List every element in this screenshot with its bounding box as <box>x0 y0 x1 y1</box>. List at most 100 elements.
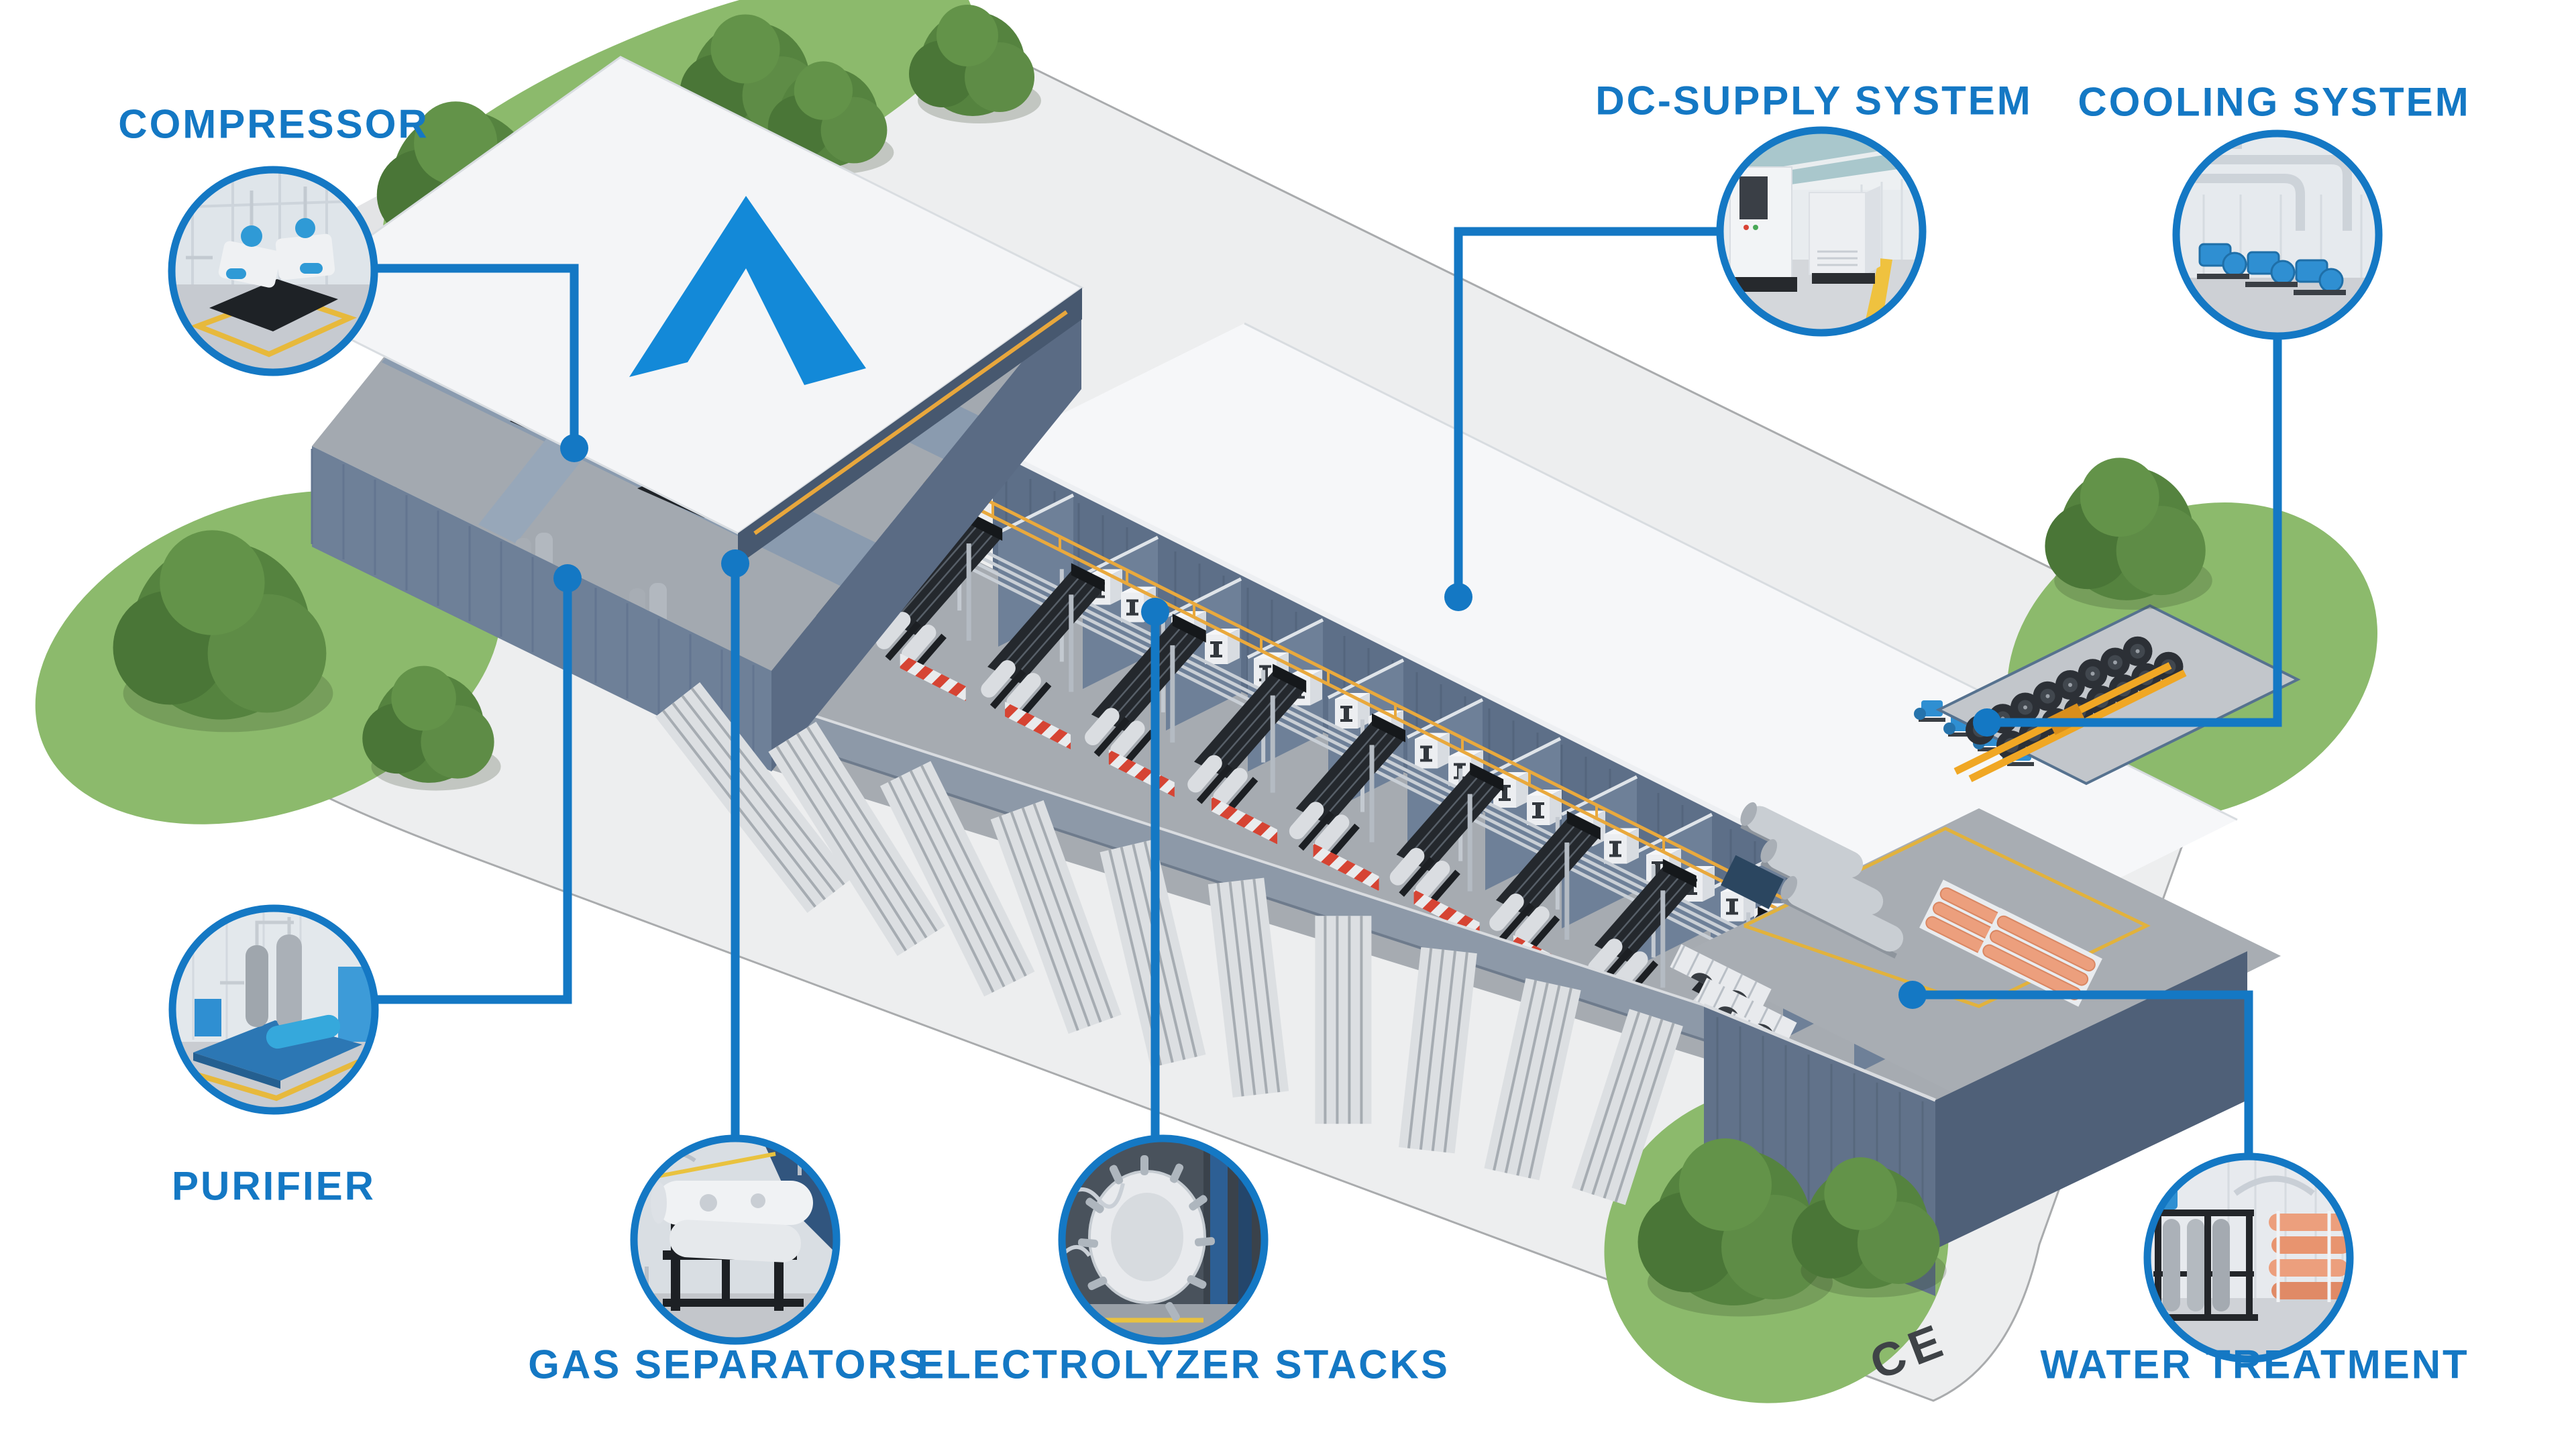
cooling-connector <box>2000 339 2282 727</box>
tree <box>1791 1157 1947 1298</box>
stack-manifold <box>1566 810 1601 840</box>
pipe-trench <box>1571 1008 1683 1205</box>
dc-supply-cabinet <box>1335 693 1370 729</box>
separator-vessel <box>1289 802 1334 851</box>
dc-supply-cabinet <box>1721 885 1756 922</box>
horizontal-storage-tank <box>1780 875 1904 959</box>
cooling-fan-icon <box>2033 681 2063 711</box>
compressor-label: COMPRESSOR <box>118 101 429 147</box>
tree <box>113 530 333 733</box>
roof-logo-a-icon <box>629 196 866 385</box>
cooling-fan-icon <box>2078 659 2108 689</box>
dc-supply-cabinet <box>1604 828 1639 864</box>
inset-ring <box>2143 1152 2354 1363</box>
utility-end-wall <box>1935 951 2247 1249</box>
pipe-trench <box>879 761 1035 997</box>
membrane-vessel <box>1996 915 2096 972</box>
cooling-pump <box>1914 700 1945 722</box>
pipe-trench <box>1484 978 1581 1181</box>
membrane-vessel <box>1990 930 2089 986</box>
dc-supply-cabinet <box>1415 733 1450 769</box>
tree <box>362 665 501 791</box>
pipe-trench <box>1208 877 1289 1098</box>
pipe-trench <box>768 721 945 957</box>
annex-roof-fascia <box>738 288 1082 565</box>
stack-manifold <box>1172 613 1206 643</box>
purifier-inset <box>168 904 379 1115</box>
cabinet-i-marking-icon <box>1340 706 1352 722</box>
electrolyzer-bay <box>1289 713 1405 892</box>
dc-supply-label: DC-SUPPLY SYSTEM <box>1595 78 2033 123</box>
callout-connectors <box>374 227 2282 1157</box>
water-treatment-inset <box>2143 1152 2354 1363</box>
callout-anchor-dots <box>553 434 2001 1009</box>
trees-foreground <box>1638 458 2212 1317</box>
purifier-connector <box>375 590 572 1004</box>
electrolyzer-stacks-inset <box>1058 1134 1269 1345</box>
main-hall-roof <box>993 323 2237 945</box>
stack-manifold <box>1372 713 1405 743</box>
gas-separators-anchor-dot <box>721 549 749 578</box>
inset-ring <box>168 166 378 376</box>
separator-vessel <box>981 660 1026 709</box>
compressor-inset <box>168 166 378 376</box>
cooling-anchor-dot <box>1973 708 2001 737</box>
cabinet-i-marking-icon <box>1499 785 1511 801</box>
hazard-stripe <box>1413 889 1480 937</box>
stack-manifold <box>969 512 1003 541</box>
water-treatment-connector <box>1926 990 2253 1157</box>
pipe-trench-field <box>655 682 1683 1205</box>
cabinet-i-marking-icon <box>1609 841 1621 857</box>
cooling-fan-icon <box>2010 692 2040 722</box>
stack-manifold <box>1470 762 1504 792</box>
separator-vessel <box>1389 848 1435 897</box>
separator-vessel <box>1085 708 1130 757</box>
stack-manifold <box>1662 859 1697 888</box>
cooling-inset <box>2172 129 2383 340</box>
separator-vessel <box>1489 894 1535 943</box>
cooling-fan-icon <box>2055 670 2085 700</box>
hazard-stripe <box>1005 701 1071 749</box>
inset-ring <box>168 904 379 1115</box>
inset-ring <box>2172 129 2383 340</box>
roof-catwalk-railing <box>753 310 1068 535</box>
tree <box>2045 458 2212 610</box>
hazard-stripe <box>900 653 966 701</box>
annex-se-wall <box>771 288 1081 771</box>
cooling-fan-icon <box>2123 636 2153 666</box>
inset-ring <box>1058 1134 1269 1345</box>
cabinet-i-marking-icon <box>1532 802 1544 818</box>
gas-separators-inset <box>630 1134 841 1345</box>
inset-ring <box>1716 126 1927 337</box>
stack-manifold <box>1071 563 1105 592</box>
purifier-anchor-dot <box>553 564 582 592</box>
cabinet-i-marking-icon <box>1420 745 1432 762</box>
tree <box>909 5 1041 123</box>
inset-ring <box>630 1134 841 1345</box>
water-treatment-anchor-dot <box>1898 981 1927 1009</box>
wall-top-rail <box>1703 1003 1936 1102</box>
annex-sw-wall <box>312 446 771 771</box>
pipe-trench <box>1315 916 1372 1124</box>
electrolyzer-bay <box>875 512 1003 701</box>
membrane-racks <box>1919 879 2102 1007</box>
electrolyzer-bay <box>981 563 1105 749</box>
storage-tanks <box>1740 802 1904 959</box>
dc-supply-connector <box>1454 227 1717 585</box>
dc-supply-cabinet <box>1205 629 1240 664</box>
dc-supply-anchor-dot <box>1444 583 1472 611</box>
pipe-trench <box>990 800 1122 1034</box>
compressor-connector <box>374 264 579 437</box>
membrane-rack <box>1976 908 2102 1007</box>
water-treatment-label: WATER TREATMENT <box>2040 1342 2469 1387</box>
stack-manifold <box>1273 663 1307 693</box>
separator-vessel <box>1187 755 1233 804</box>
electrolyzer-bay <box>1389 762 1504 937</box>
electrolyzer-bay <box>1187 663 1307 845</box>
electrolyzer-stacks-label: ELECTROLYZER STACKS <box>917 1342 1450 1387</box>
electrolyzer-anchor-dot <box>1141 598 1169 626</box>
hazard-stripe <box>1212 796 1278 845</box>
floor-lane-markings <box>1743 826 2151 1008</box>
